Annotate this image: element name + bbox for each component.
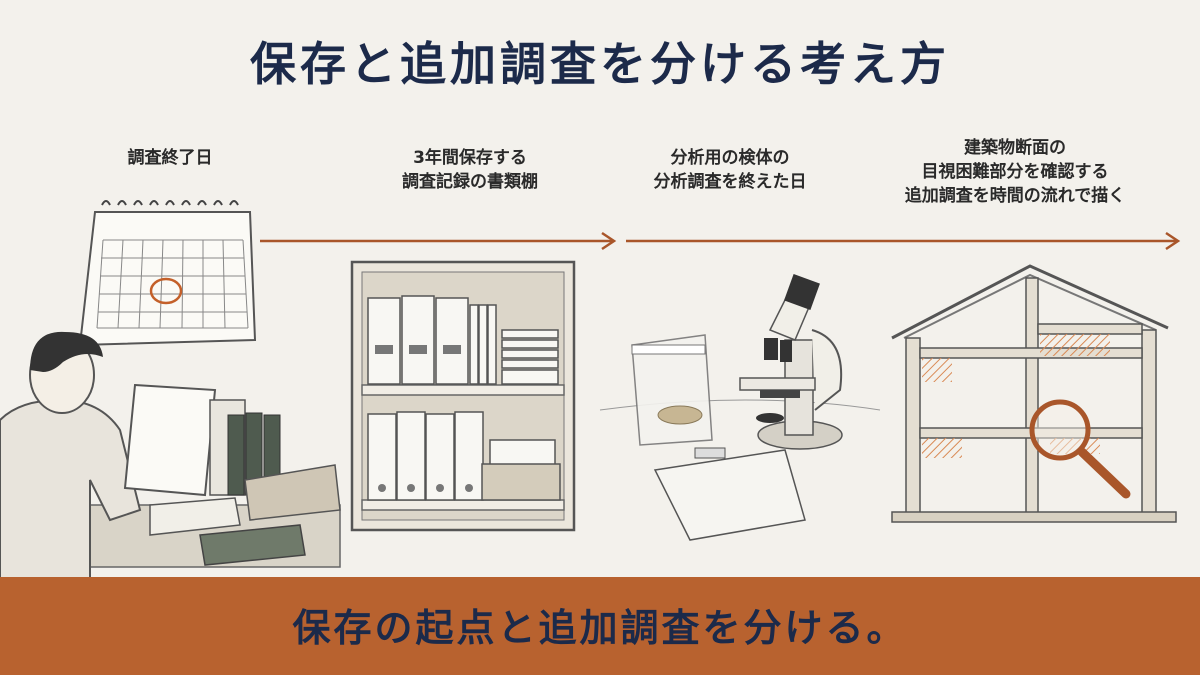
step-label-line: 分析用の検体の [670, 148, 790, 168]
step-label-sample-analysis: 分析用の検体の 分析調査を終えた日 [620, 146, 840, 194]
bookshelf-illustration [350, 260, 576, 532]
step-label-line: 追加調査を時間の流れで描く [904, 186, 1126, 206]
magnifying-glass-icon [1029, 399, 1131, 499]
step-label-line: 目視困難部分を確認する [921, 162, 1109, 182]
step-label-line: 調査記録の書類棚 [402, 172, 538, 192]
person-reading-illustration [0, 331, 341, 581]
footer-message: 保存の起点と追加調査を分ける。 [292, 606, 908, 650]
step-label-line: 調査終了日 [127, 148, 213, 168]
step-label-line: 分析調査を終えた日 [653, 172, 807, 192]
calendar-icon [78, 200, 257, 347]
timeline-arrow-2 [626, 231, 1181, 251]
step-label-line: 3年間保存する [413, 148, 527, 168]
step-label-additional-survey: 建築物断面の 目視困難部分を確認する 追加調査を時間の流れで描く [880, 136, 1150, 208]
microscope-illustration [599, 274, 881, 541]
house-cross-section-illustration [891, 264, 1177, 523]
step-label-inspection-end: 調査終了日 [70, 146, 270, 170]
step-label-line: 建築物断面の [964, 138, 1066, 158]
footer-banner: 保存の起点と追加調査を分ける。 [0, 577, 1200, 675]
timeline-arrow-1 [260, 231, 617, 251]
page-title: 保存と追加調査を分ける考え方 [250, 37, 950, 91]
step-label-document-shelf: 3年間保存する 調査記録の書類棚 [360, 146, 580, 194]
